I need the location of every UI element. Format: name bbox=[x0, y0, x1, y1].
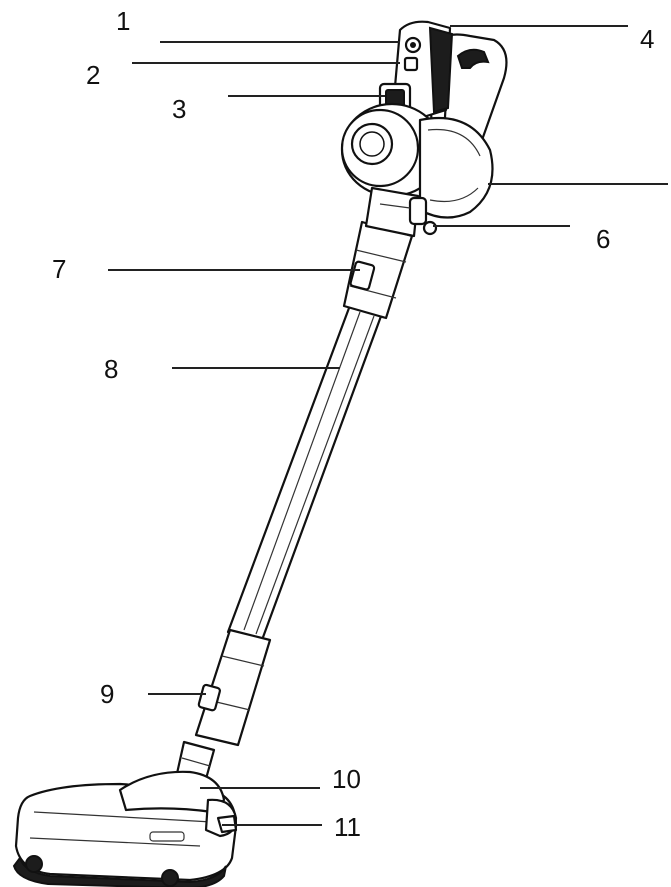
callout-4: 4 bbox=[640, 24, 654, 54]
callout-2: 2 bbox=[86, 60, 100, 90]
callout-1: 1 bbox=[116, 6, 130, 36]
callout-6: 6 bbox=[596, 224, 610, 254]
vacuum-illustration bbox=[12, 20, 508, 887]
main-tube bbox=[226, 298, 386, 642]
callout-11: 11 bbox=[334, 812, 361, 842]
lower-tube-coupling bbox=[194, 628, 272, 747]
leader-lines bbox=[108, 25, 668, 826]
upper-release-button bbox=[349, 260, 376, 291]
floor-brush-head bbox=[12, 770, 238, 887]
callout-3: 3 bbox=[172, 94, 186, 124]
callout-7: 7 bbox=[52, 254, 66, 284]
upper-tube-coupling bbox=[342, 220, 414, 320]
callout-10: 10 bbox=[332, 764, 361, 794]
dust-cup-release bbox=[408, 196, 428, 226]
floor-head-light bbox=[149, 831, 185, 842]
mode-indicator bbox=[403, 56, 419, 72]
vacuum-body bbox=[340, 20, 508, 238]
callout-9: 9 bbox=[100, 679, 114, 709]
callout-labels: 1 2 3 4 4 6 7 8 9 10 11 bbox=[52, 6, 654, 842]
lower-release-button bbox=[197, 683, 221, 712]
callout-8: 8 bbox=[104, 354, 118, 384]
